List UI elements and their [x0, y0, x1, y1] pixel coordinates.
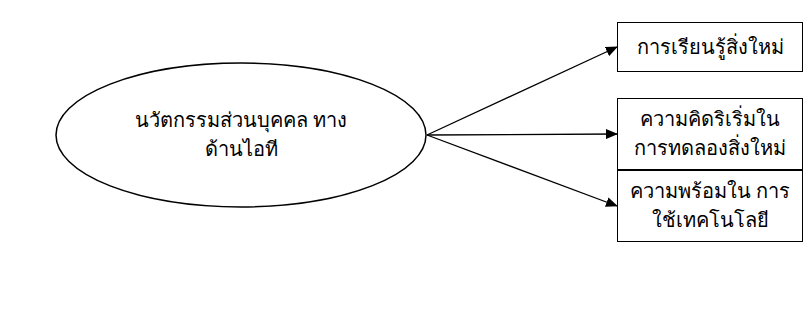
concept-ellipse: นวัตกรรมส่วนบุคคล ทางด้านไอที	[55, 62, 427, 208]
indicator-label: ความคิดริเริ่มใน การทดลองสิ่งใหม่	[627, 105, 793, 163]
ellipse-path	[56, 63, 426, 207]
indicator-box: การเรียนรู้สิ่งใหม่	[617, 22, 803, 72]
arrow-connector	[427, 47, 617, 135]
indicator-box: ความพร้อมใน การใช้เทคโนโลยี	[617, 170, 803, 242]
indicator-label: การเรียนรู้สิ่งใหม่	[637, 33, 784, 62]
arrow-connector	[427, 134, 617, 135]
ellipse-outline	[55, 62, 427, 208]
indicator-label: ความพร้อมใน การใช้เทคโนโลยี	[627, 177, 793, 235]
arrow-connector	[427, 135, 617, 206]
concept-label: นวัตกรรมส่วนบุคคล ทางด้านไอที	[124, 106, 359, 164]
indicator-box: ความคิดริเริ่มใน การทดลองสิ่งใหม่	[617, 98, 803, 170]
